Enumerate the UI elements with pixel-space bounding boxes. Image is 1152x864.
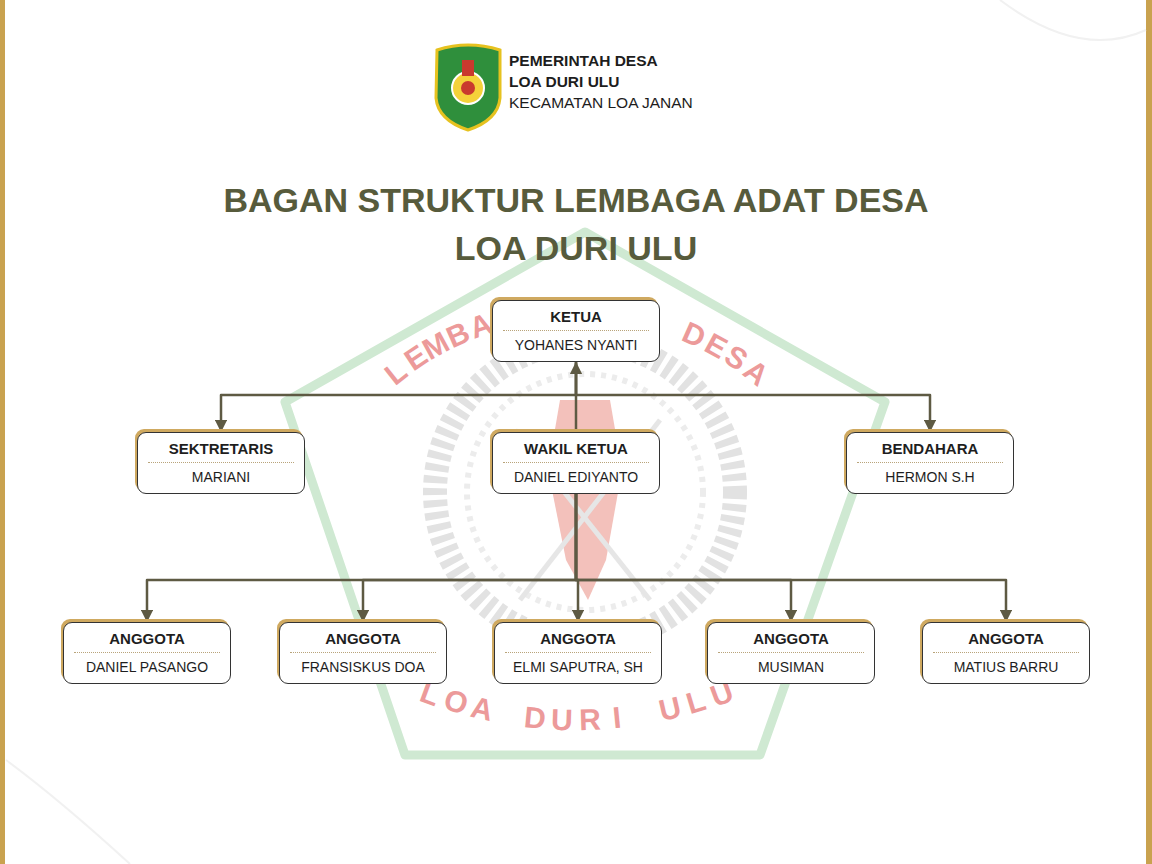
position-title: ANGGOTA: [968, 629, 1044, 648]
person-name: MATIUS BARRU: [954, 658, 1059, 676]
position-title: ANGGOTA: [325, 629, 401, 648]
person-name: DANIEL EDIYANTO: [514, 468, 638, 486]
watermark-letter: E: [399, 340, 432, 376]
corner-ornament: [1000, 0, 1146, 40]
village-logo: [436, 45, 500, 130]
chart-title: BAGAN STRUKTUR LEMBAGA ADAT DESA LOA DUR…: [203, 176, 949, 272]
frame-edge: [1146, 0, 1152, 864]
watermark-letter: U: [551, 704, 574, 735]
person-name: HERMON S.H: [885, 468, 974, 486]
watermark-letter: L: [379, 355, 412, 390]
hierarchy-connector: [575, 363, 578, 432]
dotted-divider: [503, 330, 649, 331]
watermark-letter: B: [442, 317, 474, 353]
watermark-letter: D: [523, 702, 547, 734]
position-title: KETUA: [550, 307, 602, 326]
position-title: WAKIL KETUA: [524, 439, 628, 458]
dotted-divider: [505, 652, 651, 653]
watermark-letter: S: [720, 340, 753, 376]
org-box: ANGGOTA MUSIMAN: [707, 622, 875, 684]
person-name: MARIANI: [192, 468, 250, 486]
watermark-letter: [662, 311, 680, 342]
hierarchy-connector: [363, 494, 576, 621]
watermark-letter: A: [738, 354, 774, 391]
dotted-divider: [718, 652, 864, 653]
position-title: SEKTRETARIS: [169, 439, 274, 458]
watermark-letter: U: [656, 692, 684, 726]
watermark-letter: D: [678, 317, 710, 353]
dotted-divider: [503, 462, 649, 463]
hierarchy-connector: [576, 494, 1006, 621]
watermark-letter: [637, 699, 650, 730]
dotted-divider: [290, 652, 436, 653]
header-text: LOA DURI ULU: [509, 71, 620, 92]
position-title: ANGGOTA: [540, 629, 616, 648]
hierarchy-connector: [576, 494, 791, 621]
org-box: WAKIL KETUA DANIEL EDIYANTO: [492, 432, 660, 494]
person-name: FRANSISKUS DOA: [301, 658, 425, 676]
org-box: KETUA YOHANES NYANTI: [492, 300, 660, 362]
position-title: ANGGOTA: [109, 629, 185, 648]
watermark-letter: I: [611, 703, 622, 734]
org-box: BENDAHARA HERMON S.H: [846, 432, 1014, 494]
watermark-letter: O: [440, 685, 471, 720]
watermark-letter: [502, 699, 515, 730]
watermark-letter: L: [683, 685, 709, 719]
person-name: DANIEL PASANGO: [86, 658, 208, 676]
dotted-divider: [933, 652, 1079, 653]
frame-edge: [0, 0, 5, 864]
hierarchy-connector: [576, 362, 930, 431]
org-box: ANGGOTA MATIUS BARRU: [922, 622, 1090, 684]
watermark-letter: A: [468, 692, 496, 726]
org-box: ANGGOTA FRANSISKUS DOA: [279, 622, 447, 684]
hierarchy-connector: [221, 362, 576, 431]
hierarchy-connector: [147, 494, 576, 621]
watermark-letter: E: [700, 328, 732, 364]
person-name: MUSIMAN: [758, 658, 824, 676]
position-title: ANGGOTA: [753, 629, 829, 648]
person-name: ELMI SAPUTRA, SH: [513, 658, 643, 676]
header-text: PEMERINTAH DESA: [509, 50, 658, 71]
person-name: YOHANES NYANTI: [515, 336, 638, 354]
watermark-letter: R: [578, 704, 601, 735]
dotted-divider: [74, 652, 220, 653]
org-box: ANGGOTA ELMI SAPUTRA, SH: [494, 622, 662, 684]
org-box: ANGGOTA DANIEL PASANGO: [63, 622, 231, 684]
dotted-divider: [148, 462, 294, 463]
dotted-divider: [857, 462, 1003, 463]
watermark-letter: M: [418, 327, 454, 365]
org-box: SEKTRETARIS MARIANI: [137, 432, 305, 494]
corner-ornament: [6, 760, 130, 864]
position-title: BENDAHARA: [882, 439, 979, 458]
header-text: KECAMATAN LOA JANAN: [509, 92, 693, 113]
